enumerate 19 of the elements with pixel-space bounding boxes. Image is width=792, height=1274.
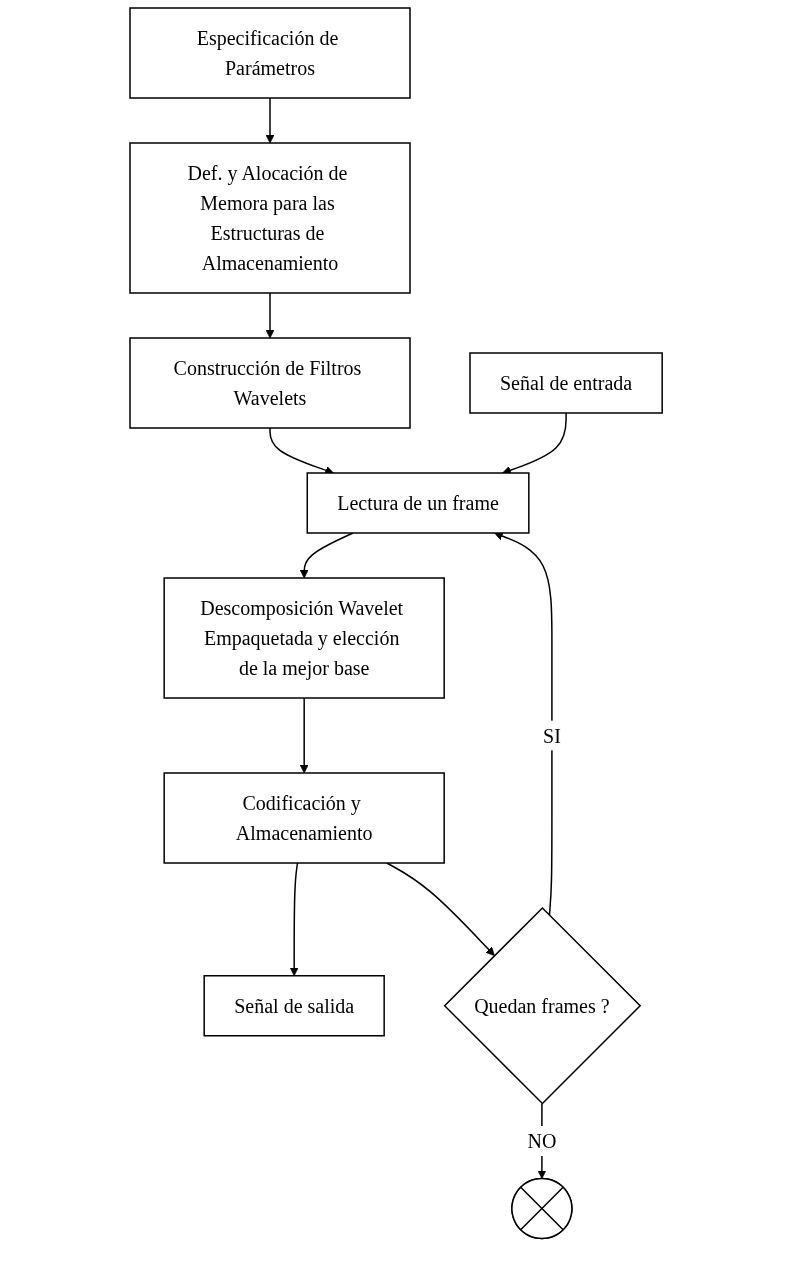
node-box: Construcción de Filtros Wavelets — [129, 337, 411, 429]
node-box: Señal de salida — [203, 975, 385, 1037]
edge-label: NO — [527, 1130, 557, 1152]
node-box: Señal de entrada — [469, 352, 663, 414]
arrow — [289, 862, 299, 977]
arrow — [265, 292, 275, 339]
arrow — [385, 862, 495, 956]
node-box: Descomposición Wavelet Empaquetada y elección de la mejor base — [163, 577, 445, 699]
arrow — [502, 412, 567, 475]
node-box: Lectura de un frame — [306, 472, 530, 534]
node-box: Especificación de Parámetros — [129, 7, 411, 99]
arrow — [299, 697, 309, 774]
node-box: Def. y Alocación de Memora para las Estructuras de Almacenamiento — [129, 142, 411, 294]
node-box: Codificación y Almacenamiento — [163, 772, 445, 864]
node-diamond: Quedan frames ? — [443, 906, 642, 1105]
arrow — [299, 532, 354, 579]
edge-label: SI — [542, 724, 561, 747]
arrow — [269, 427, 334, 475]
arrow — [265, 97, 275, 144]
